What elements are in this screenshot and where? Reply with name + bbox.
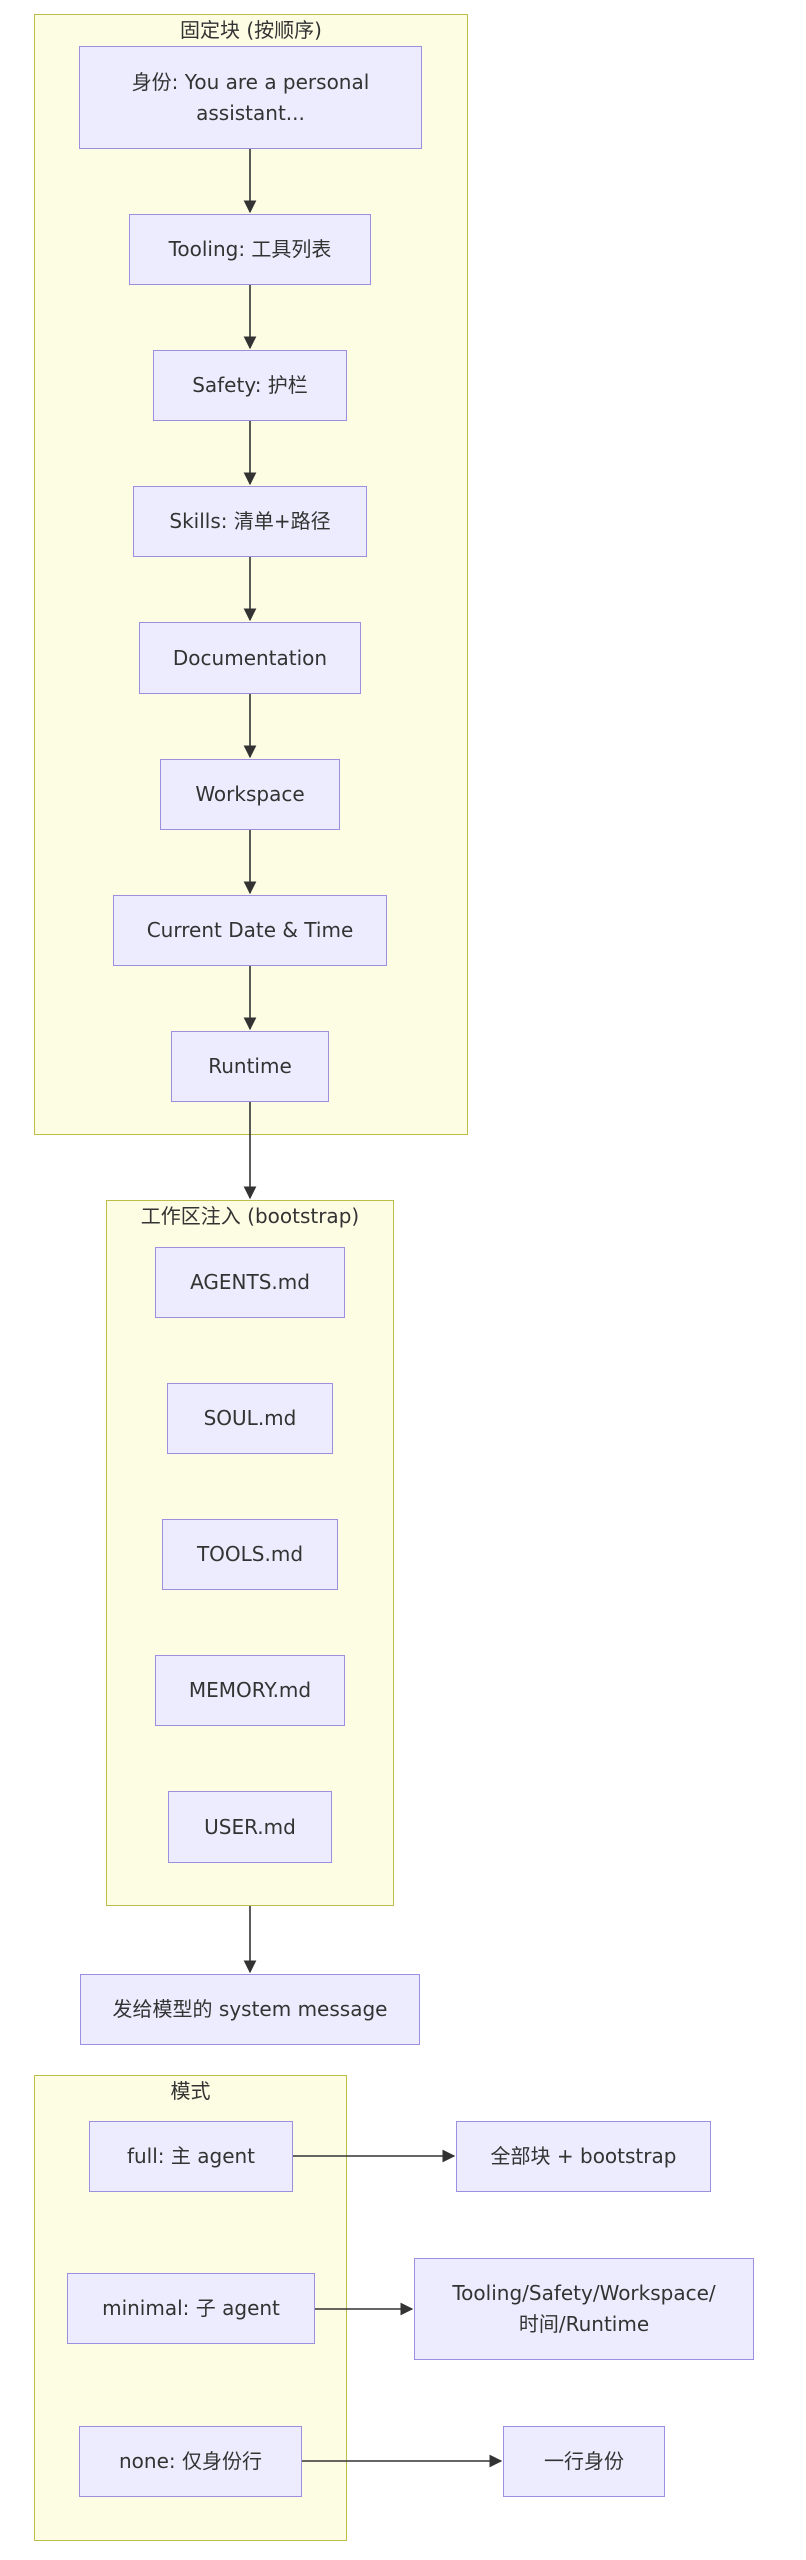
node-datetime: Current Date & Time: [113, 895, 387, 966]
node-memory-md: MEMORY.md: [155, 1655, 345, 1726]
cluster-modes-title: 模式: [170, 2079, 211, 2103]
cluster-fixed-blocks-title: 固定块 (按顺序): [180, 18, 322, 42]
node-safety: Safety: 护栏: [153, 350, 347, 421]
node-soul-md: SOUL.md: [167, 1383, 333, 1454]
node-system-message: 发给模型的 system message: [80, 1974, 420, 2045]
node-runtime: Runtime: [171, 1031, 329, 1102]
node-workspace: Workspace: [160, 759, 340, 830]
node-tooling: Tooling: 工具列表: [129, 214, 371, 285]
node-skills: Skills: 清单+路径: [133, 486, 367, 557]
node-output-none: 一行身份: [503, 2426, 665, 2497]
cluster-bootstrap-title: 工作区注入 (bootstrap): [140, 1204, 360, 1228]
node-tools-md: TOOLS.md: [162, 1519, 338, 1590]
node-user-md: USER.md: [168, 1791, 332, 1863]
node-output-full: 全部块 + bootstrap: [456, 2121, 711, 2192]
node-mode-none: none: 仅身份行: [79, 2426, 302, 2497]
node-mode-full: full: 主 agent: [89, 2121, 293, 2192]
node-output-minimal: Tooling/Safety/Workspace/时间/Runtime: [414, 2258, 754, 2360]
node-documentation: Documentation: [139, 622, 361, 694]
node-mode-minimal: minimal: 子 agent: [67, 2273, 315, 2344]
node-agents-md: AGENTS.md: [155, 1247, 345, 1318]
node-identity: 身份: You are a personal assistant...: [79, 46, 422, 149]
